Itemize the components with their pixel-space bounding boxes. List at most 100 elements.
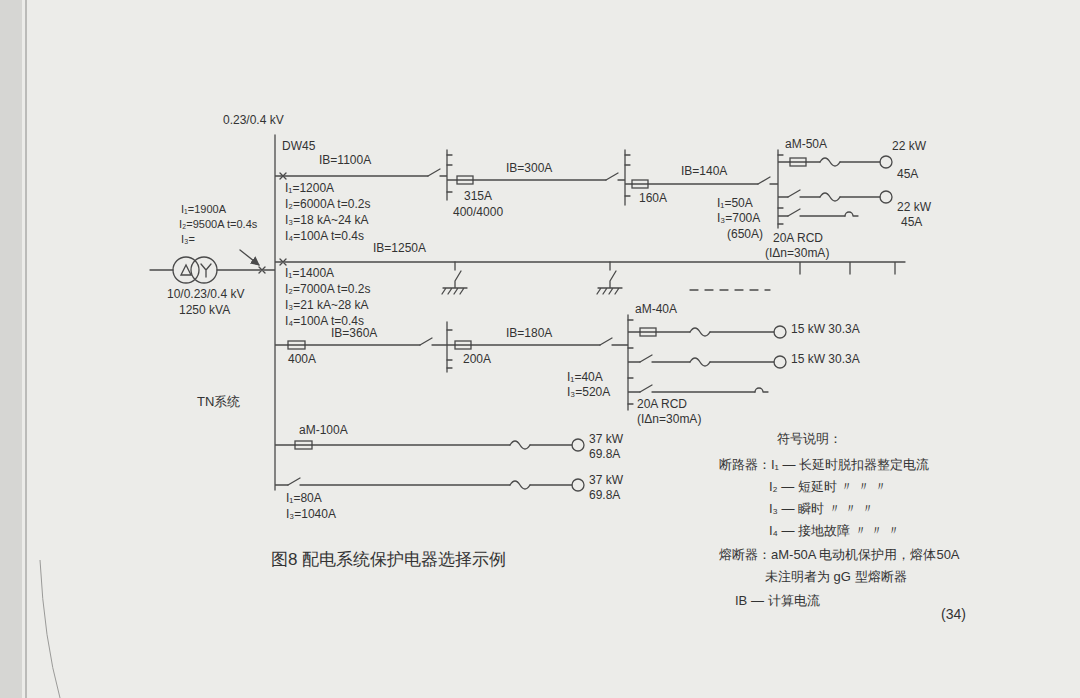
annotation-text: I₃ — 瞬时 〃 〃 〃 <box>768 501 875 516</box>
annotation-text: DW45 <box>281 139 316 153</box>
label-slot: 45A <box>900 216 923 230</box>
motor-symbol <box>774 356 786 368</box>
label-slot: 400A <box>287 353 317 367</box>
annotation-text: 315A <box>463 189 493 203</box>
binding-shadow <box>0 0 22 698</box>
label-slot: 160A <box>638 192 668 206</box>
label-slot: I₂=7000A t=0.2s <box>284 283 371 297</box>
annotation-text: 37 kW <box>588 432 624 446</box>
motor-symbol <box>572 439 584 451</box>
label-slot: TN系统 <box>196 395 241 410</box>
annotation-text: I₃=21 kA~28 kA <box>284 298 370 312</box>
label-slot: 20A RCD <box>636 398 688 412</box>
annotation-text: 69.8A <box>588 447 621 461</box>
figure-caption: 图8 配电系统保护电器选择示例 <box>270 550 507 569</box>
label-slot: I₃= <box>180 233 196 246</box>
annotation-text: (34) <box>940 606 967 622</box>
motor-symbol <box>774 326 786 338</box>
motor-symbol <box>880 191 892 203</box>
leader-arrow <box>240 250 259 265</box>
annotation-text: IB=1100A <box>318 153 372 167</box>
label-slot: 200A <box>462 353 492 367</box>
label-slot: (IΔn=30mA) <box>636 413 702 427</box>
transformer-winding <box>191 257 217 283</box>
label-slot: 熔断器：aM-50A 电动机保护用，熔体50A <box>718 548 961 563</box>
annotation-text: 45A <box>896 167 919 181</box>
annotation-text: I₂ — 短延时 〃 〃 〃 <box>768 479 888 494</box>
annotation-text: 400A <box>287 352 317 366</box>
annotation-text: I₁=40A <box>566 370 604 384</box>
label-slot: (650A) <box>726 228 764 242</box>
annotation-text: 22 kW <box>891 139 927 153</box>
label-slot: aM-40A <box>634 303 678 317</box>
motor-symbol <box>880 156 892 168</box>
annotation-text: I₄ — 接地故障 〃 〃 〃 <box>768 523 901 538</box>
annotation-text: 400/4000 <box>452 205 504 219</box>
label-slot: (34) <box>940 606 967 622</box>
label-slot: (IΔn=30mA) <box>764 247 830 261</box>
label-slot: IB=300A <box>505 162 553 176</box>
label-slot: IB=1250A <box>372 242 427 256</box>
annotation-text: (650A) <box>726 227 764 241</box>
annotation-text: I₁=80A <box>285 491 323 505</box>
label-slot: 45A <box>896 168 919 182</box>
transformer-symbol <box>173 257 217 283</box>
annotation-text: 15 kW 30.3A <box>790 322 861 336</box>
label-slot: I₁=80A <box>285 492 323 506</box>
page-edge <box>26 0 27 698</box>
label-slot: I₃=700A <box>716 212 761 226</box>
annotation-text: I₁=1900A <box>180 203 227 215</box>
label-slot: I₄=100A t=0.4s <box>284 230 365 244</box>
label-slot: 1250 kVA <box>178 304 231 318</box>
breaker-cross <box>259 173 286 273</box>
annotation-text: I₄=100A t=0.4s <box>284 229 365 243</box>
label-slot: 未注明者为 gG 型熔断器 <box>764 570 908 585</box>
annotation-text: 0.23/0.4 kV <box>222 113 285 127</box>
annotation-text: I₃=18 kA~24 kA <box>284 213 370 227</box>
label-slot: IB=360A <box>330 327 378 341</box>
busbar-hatch <box>447 155 783 404</box>
annotation-text: TN系统 <box>196 394 241 409</box>
label-slot: I₄ — 接地故障 〃 〃 〃 <box>768 524 901 539</box>
label-slot: 15 kW 30.3A <box>790 353 861 367</box>
label-slot: 22 kW <box>891 140 927 154</box>
annotation-text: IB=180A <box>505 326 553 340</box>
annotation-text: 200A <box>462 352 492 366</box>
annotation-text: 37 kW <box>588 473 624 487</box>
label-slot: 断路器：I₁ — 长延时脱扣器整定电流 <box>718 458 930 473</box>
annotation-text: I₂=7000A t=0.2s <box>284 282 371 296</box>
annotation-text: I₃= <box>180 233 196 245</box>
label-slot: I₂=9500A t=0.4s <box>178 218 258 231</box>
continuation-dash <box>690 289 770 290</box>
annotation-text: aM-40A <box>634 302 678 316</box>
annotation-text: 断路器：I₁ — 长延时脱扣器整定电流 <box>718 457 930 472</box>
label-slot: 37 kW <box>588 433 624 447</box>
annotation-text: 69.8A <box>588 488 621 502</box>
label-slot: I₃=1040A <box>285 508 337 522</box>
label-slot: 10/0.23/0.4 kV <box>166 288 245 302</box>
wire <box>150 135 905 490</box>
page-curl <box>40 560 60 698</box>
annotation-text: I₁=1200A <box>284 181 335 195</box>
annotation-text: 符号说明： <box>776 431 843 446</box>
label-slot: I₂=6000A t=0.2s <box>284 198 371 212</box>
annotation-text: 45A <box>900 215 923 229</box>
annotation-text: IB=140A <box>680 164 728 178</box>
label-slot: 15 kW 30.3A <box>790 323 861 337</box>
annotation-text: I₃=1040A <box>285 507 337 521</box>
label-slot: IB=1100A <box>318 154 372 168</box>
annotation-text: aM-50A <box>784 137 828 151</box>
annotation-text: I₁=50A <box>716 196 754 210</box>
label-slot: 69.8A <box>588 489 621 503</box>
annotation-text: 22 kW <box>896 200 932 214</box>
annotation-text: 20A RCD <box>772 231 824 245</box>
annotation-text: IB=300A <box>505 161 553 175</box>
delta-mark <box>181 265 191 275</box>
label-slot: IB=140A <box>680 165 728 179</box>
label-slot: 20A RCD <box>772 232 824 246</box>
annotation-text: 10/0.23/0.4 kV <box>166 287 245 301</box>
label-slot: 22 kW <box>896 201 932 215</box>
